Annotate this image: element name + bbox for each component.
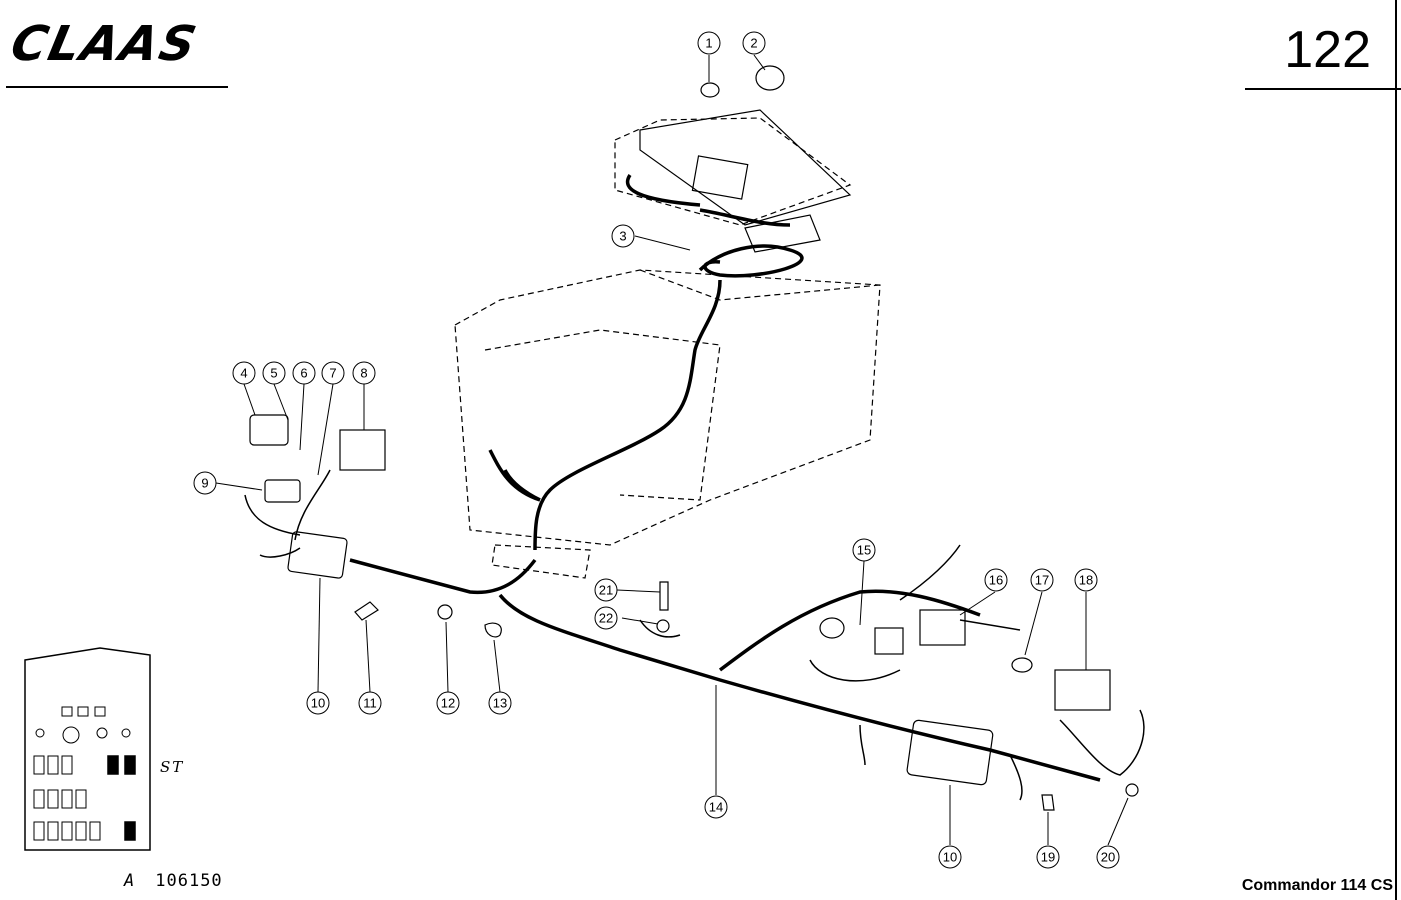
header-rule-left <box>6 86 228 88</box>
svg-text:6: 6 <box>300 366 307 381</box>
svg-text:8: 8 <box>360 366 367 381</box>
component-4-warning-light <box>249 414 289 446</box>
svg-text:20: 20 <box>1101 850 1115 865</box>
callout-19: 19 <box>1036 845 1060 869</box>
document-number: 106150 <box>155 871 223 891</box>
component-18-relay-box <box>1054 669 1111 711</box>
model-name: Commandor 114 CS <box>1241 877 1393 894</box>
callout-2: 2 <box>742 31 766 55</box>
svg-text:11: 11 <box>363 696 377 711</box>
branch-wires <box>244 469 1145 801</box>
document-letter: A <box>124 871 136 891</box>
callout-8: 8 <box>352 361 376 385</box>
svg-text:5: 5 <box>270 366 277 381</box>
callout-12: 12 <box>436 691 460 715</box>
svg-text:10: 10 <box>943 850 957 865</box>
component-15-relay <box>874 627 904 655</box>
component-3-connector <box>744 214 821 253</box>
component-8-relay-bracket <box>339 429 386 471</box>
svg-text:9: 9 <box>201 476 208 491</box>
svg-text:16: 16 <box>989 573 1003 588</box>
svg-text:7: 7 <box>329 366 336 381</box>
callout-11: 11 <box>358 691 382 715</box>
component-22-washer <box>656 619 670 633</box>
panel-code-label: ST <box>160 758 185 776</box>
callout-1: 1 <box>697 31 721 55</box>
callout-10-left: 10 <box>306 691 330 715</box>
callout-6: 6 <box>292 361 316 385</box>
callout-18: 18 <box>1074 568 1098 592</box>
svg-text:4: 4 <box>240 366 247 381</box>
callout-9: 9 <box>193 471 217 495</box>
control-panel-top <box>639 109 852 226</box>
component-11-clip <box>354 601 379 621</box>
component-19-fuse <box>1041 794 1055 811</box>
svg-text:13: 13 <box>493 696 507 711</box>
svg-text:14: 14 <box>709 800 723 815</box>
svg-text:17: 17 <box>1035 573 1049 588</box>
component-10-work-lamp-right <box>906 719 994 786</box>
callout-22: 22 <box>594 606 618 630</box>
callout-7: 7 <box>321 361 345 385</box>
svg-text:10: 10 <box>311 696 325 711</box>
callout-4: 4 <box>232 361 256 385</box>
callout-14: 14 <box>704 795 728 819</box>
svg-text:3: 3 <box>619 229 626 244</box>
svg-text:12: 12 <box>441 696 455 711</box>
svg-text:18: 18 <box>1079 573 1093 588</box>
component-17-sensor <box>1011 657 1033 673</box>
component-1-switch <box>700 82 720 98</box>
svg-text:19: 19 <box>1041 850 1055 865</box>
svg-text:1: 1 <box>705 36 712 51</box>
callout-16: 16 <box>984 568 1008 592</box>
svg-text:2: 2 <box>750 36 757 51</box>
main-harness <box>349 174 1101 782</box>
svg-text:22: 22 <box>599 611 613 626</box>
component-2-gauge <box>755 65 785 91</box>
header-rule-right <box>1245 88 1401 90</box>
leader-lines <box>215 54 1129 846</box>
callout-5: 5 <box>262 361 286 385</box>
component-9-light <box>264 479 301 503</box>
component-12-grommet <box>437 604 453 620</box>
gear-gate <box>691 155 749 200</box>
callout-17: 17 <box>1030 568 1054 592</box>
cab-console-outline <box>454 117 881 579</box>
callout-10-right: 10 <box>938 845 962 869</box>
callout-21: 21 <box>594 578 618 602</box>
component-21-switch <box>659 581 669 611</box>
svg-text:21: 21 <box>599 583 613 598</box>
callout-3: 3 <box>611 224 635 248</box>
callout-15: 15 <box>852 538 876 562</box>
page-frame-right <box>1395 0 1397 900</box>
component-10-work-lamp-left <box>287 531 348 579</box>
component-20-nut <box>1125 783 1139 797</box>
svg-text:15: 15 <box>857 543 871 558</box>
callout-13: 13 <box>488 691 512 715</box>
component-13-clip <box>484 622 502 638</box>
page-number: 122 <box>1284 21 1371 79</box>
document-id: A 106150 <box>124 871 223 891</box>
component-15-flasher <box>819 617 845 639</box>
switch-panel-legend <box>24 647 151 851</box>
callout-20: 20 <box>1096 845 1120 869</box>
component-16-bracket <box>919 609 966 646</box>
